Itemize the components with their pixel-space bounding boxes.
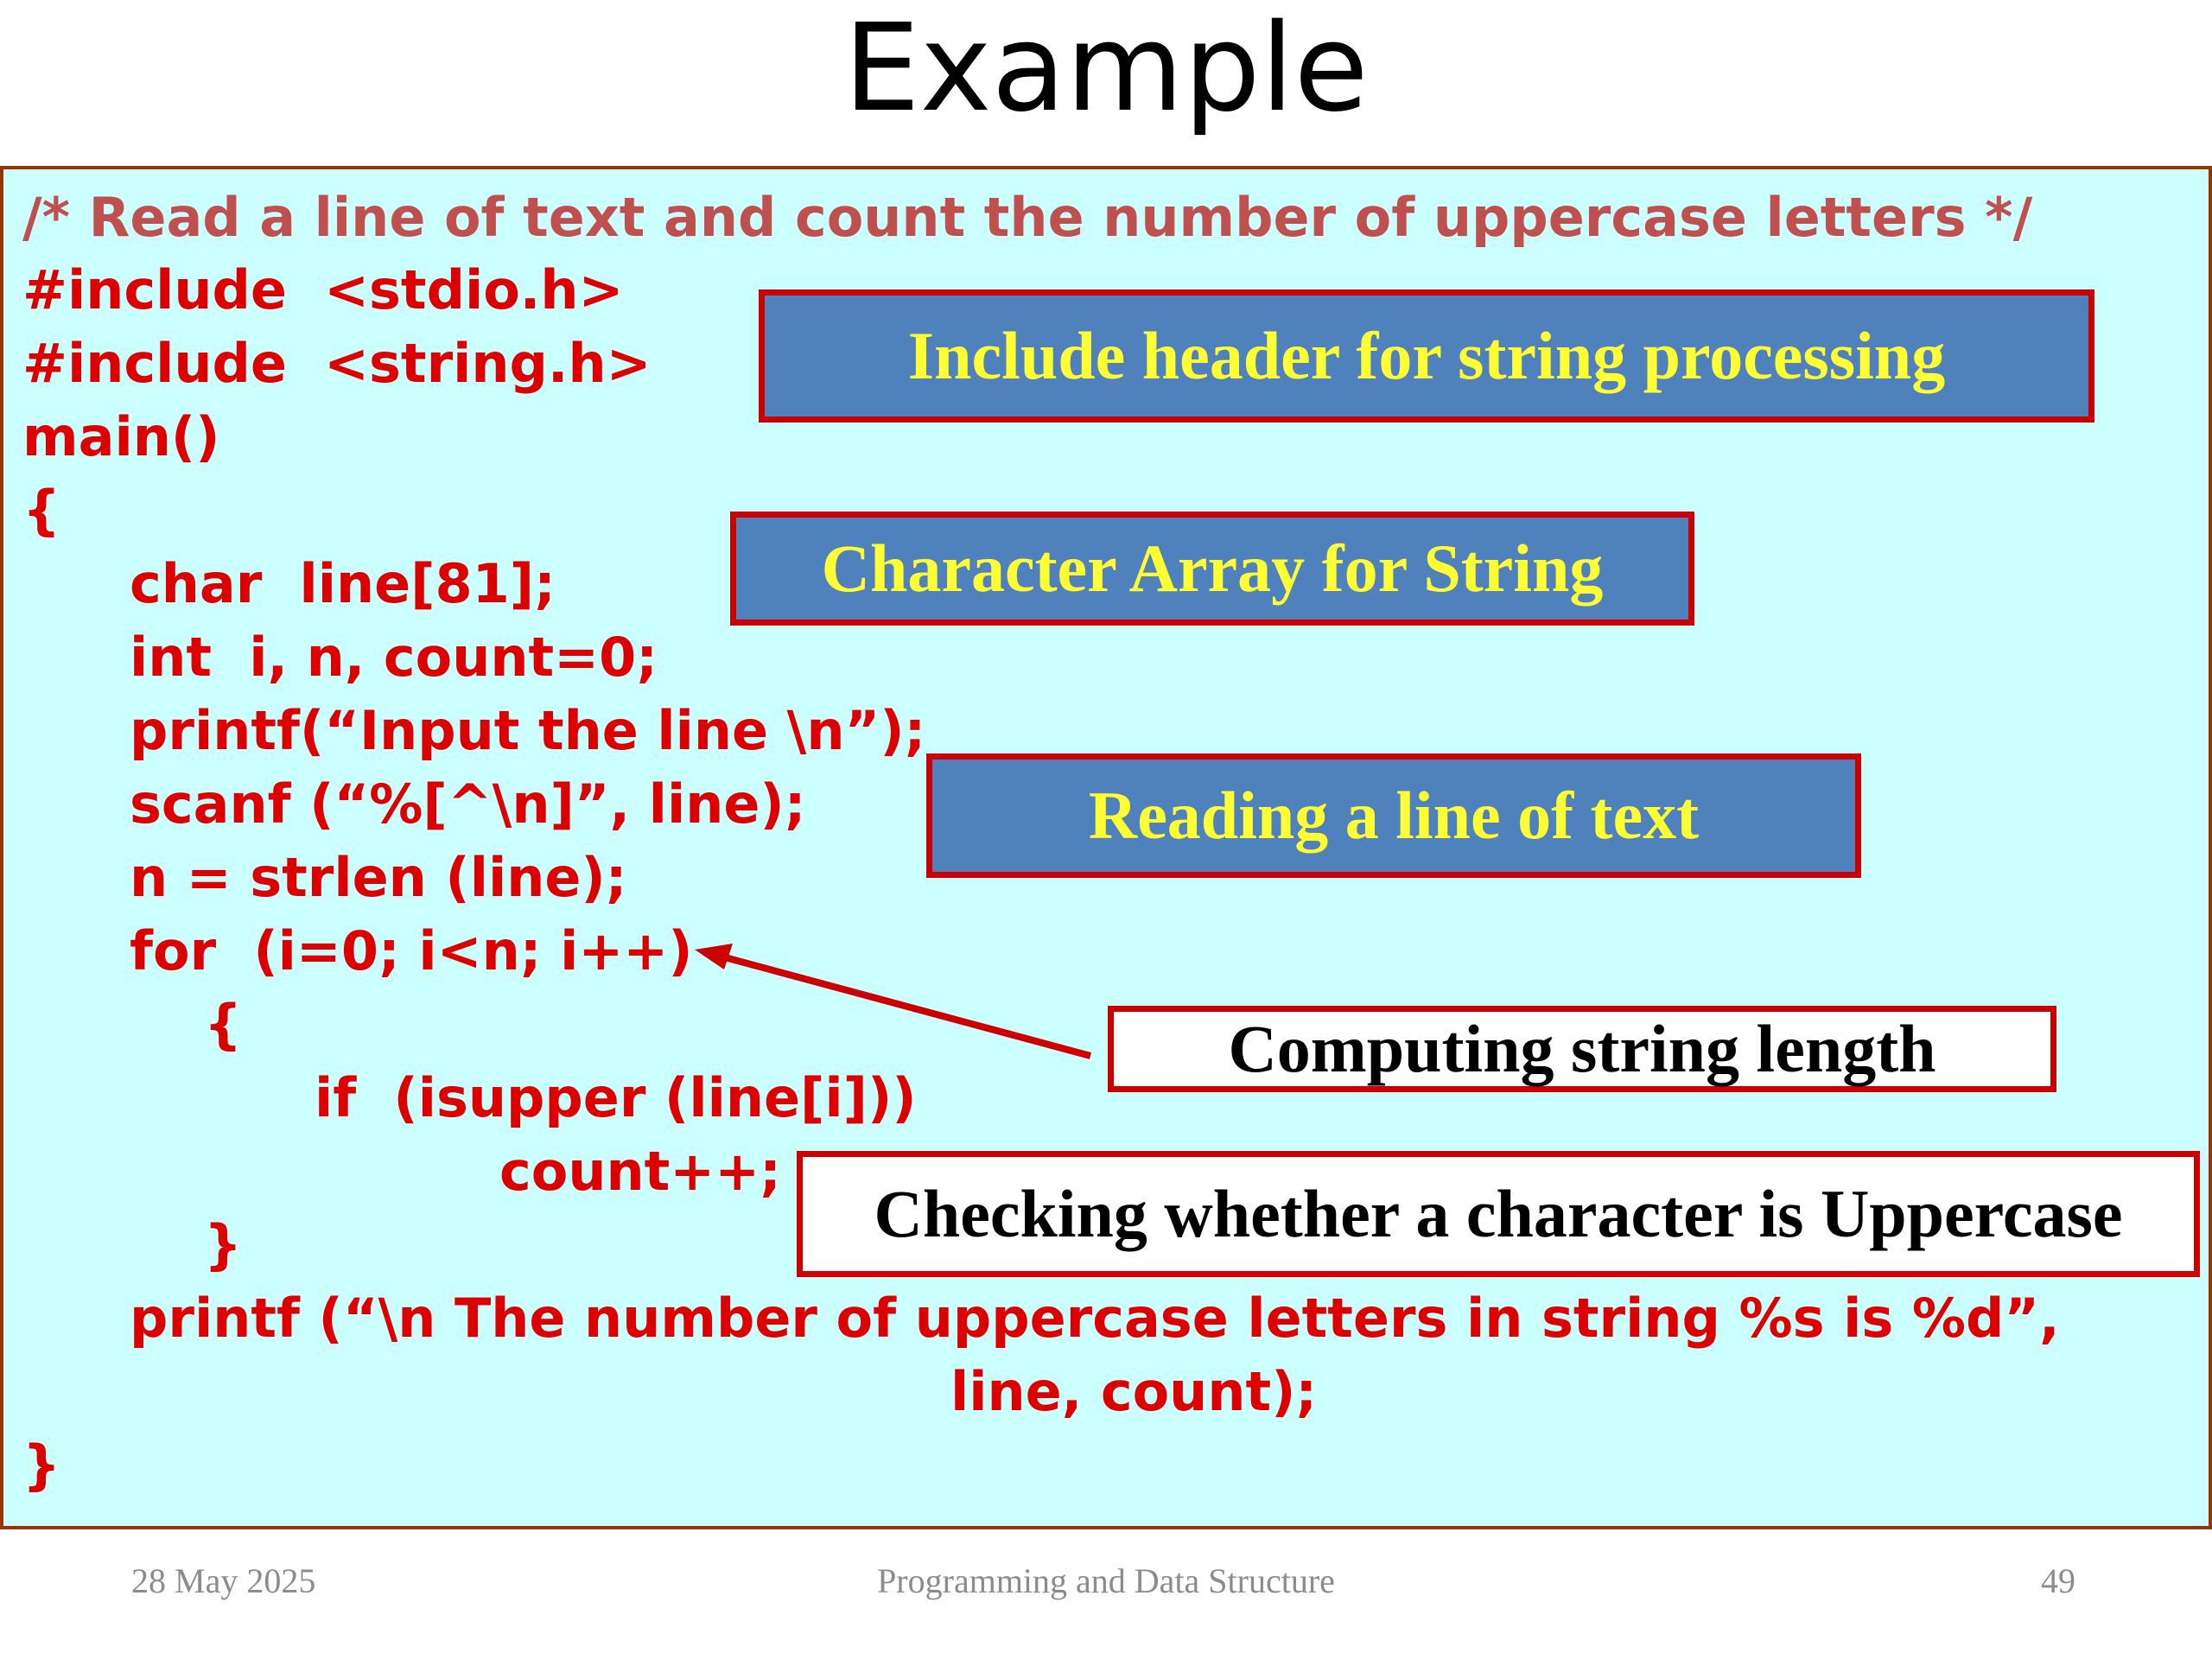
footer-course: Programming and Data Structure bbox=[877, 1561, 1335, 1600]
slide-title: Example bbox=[843, 0, 1369, 139]
callout-string-length: Computing string length bbox=[1108, 1006, 2056, 1092]
callout-length-label: Computing string length bbox=[1228, 1011, 1936, 1086]
callout-header-label: Include header for string processing bbox=[907, 318, 1946, 393]
code-line-char-decl: char line[81]; bbox=[130, 552, 556, 615]
code-line-printf-input: printf(“Input the line \n”); bbox=[130, 699, 926, 762]
code-line-int-decl: int i, n, count=0; bbox=[130, 626, 658, 689]
code-line-loop-close-brace: } bbox=[204, 1213, 243, 1276]
callout-uppercase-check: Checking whether a character is Uppercas… bbox=[797, 1151, 2200, 1277]
callout-reading-label: Reading a line of text bbox=[1088, 778, 1700, 853]
code-line-open-brace: { bbox=[22, 479, 61, 542]
code-line-include-string: #include <string.h> bbox=[22, 332, 652, 395]
code-line-main: main() bbox=[22, 405, 220, 468]
callout-uppercase-label: Checking whether a character is Uppercas… bbox=[874, 1176, 2123, 1251]
code-line-include-stdio: #include <stdio.h> bbox=[22, 258, 624, 321]
code-line-for-loop: for (i=0; i<n; i++) bbox=[130, 919, 693, 982]
footer-date: 28 May 2025 bbox=[131, 1561, 316, 1600]
callout-header-for-string: Include header for string processing bbox=[759, 289, 2094, 423]
code-line-if-isupper: if (isupper (line[i])) bbox=[315, 1066, 917, 1129]
code-line-strlen: n = strlen (line); bbox=[130, 846, 627, 909]
code-line-loop-open-brace: { bbox=[204, 993, 243, 1056]
callout-array-label: Character Array for String bbox=[821, 531, 1604, 606]
code-line-printf-result: printf (“\n The number of uppercase lett… bbox=[130, 1287, 2060, 1350]
code-line-count-increment: count++; bbox=[499, 1140, 781, 1203]
callout-character-array: Character Array for String bbox=[730, 512, 1694, 626]
callout-reading-line: Reading a line of text bbox=[926, 753, 1861, 878]
code-comment-line: /* Read a line of text and count the num… bbox=[22, 186, 2033, 249]
code-line-scanf: scanf (“%[^\n]”, line); bbox=[130, 772, 806, 836]
code-line-printf-args: line, count); bbox=[950, 1360, 1318, 1423]
code-line-close-brace: } bbox=[22, 1433, 61, 1497]
page-number: 49 bbox=[2041, 1561, 2075, 1600]
